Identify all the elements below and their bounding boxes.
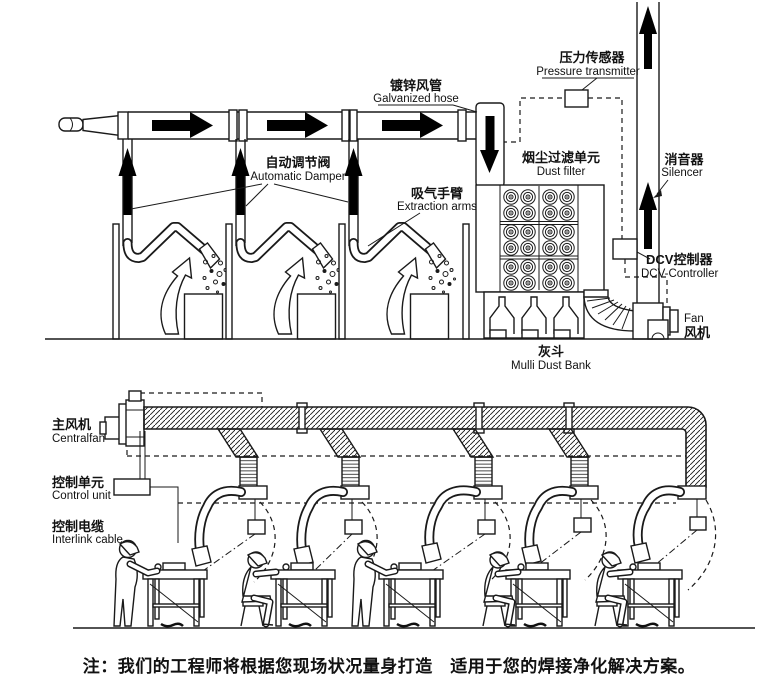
label-pressure-transmitter-zh: 压力传感器 [559,50,625,65]
central-fan [99,390,145,447]
label-silencer-zh: 消音器 [664,152,704,167]
label-central-fan-en: Centralfan [52,433,105,445]
dcv-controller-box [612,238,638,260]
label-interlink-cable-zh: 控制电缆 [52,519,104,534]
dcv-leader-line [636,251,651,260]
label-fan-zh: 风机 [684,325,710,340]
label-interlink-cable-en: Interlink cable [52,534,123,546]
dust-filter-unit [475,184,636,339]
label-extraction-arms-zh: 吸气手臂 [411,186,463,201]
label-galvanized-hose-en: Galvanized hose [373,93,459,105]
label-fan-en: Fan [684,313,704,325]
label-automatic-damper-en: Automatic Damper [250,171,345,183]
bottom-dashed-lines [126,392,717,591]
footnote-text: 注：我们的工程师将根据您现场状况量身打造 适用于您的焊接净化解决方案。 [83,656,696,676]
label-automatic-damper-zh: 自动调节阀 [265,155,330,170]
bottom-diagram: 主风机 Centralfan 控制单元 Control unit 控制电缆 In… [52,390,755,628]
label-dcv-controller-zh: DCV控制器 [646,252,713,267]
label-dust-filter-en: Dust filter [537,166,586,178]
label-dcv-controller-en: DCV-Controller [641,268,718,280]
top-labels: 镀锌风管 Galvanized hose 自动调节阀 Automatic Dam… [130,50,718,372]
top-diagram: 镀锌风管 Galvanized hose 自动调节阀 Automatic Dam… [45,2,718,372]
fan-unit [632,302,679,340]
label-control-unit-zh: 控制单元 [52,475,104,490]
label-galvanized-hose-zh: 镀锌风管 [390,78,442,93]
label-silencer-en: Silencer [661,167,703,179]
label-dust-bank-en: Mulli Dust Bank [511,360,591,372]
control-unit-group [113,431,179,543]
drop-hoses [216,428,591,488]
label-extraction-arms-en: Extraction arms [397,201,477,213]
label-dust-filter-zh: 烟尘过滤单元 [522,150,600,165]
label-control-unit-en: Control unit [52,490,112,502]
elbow-duct [583,289,636,332]
bottom-labels: 主风机 Centralfan 控制单元 Control unit 控制电缆 In… [52,417,123,546]
galvanized-duct [58,102,505,188]
label-dust-bank-zh: 灰斗 [538,344,564,359]
control-dashed-lines [502,97,668,318]
label-pressure-transmitter-en: Pressure transmitter [536,66,640,78]
pressure-transmitter-box [564,89,589,108]
label-central-fan-zh: 主风机 [52,417,91,432]
extraction-arms-bottom [191,485,685,567]
dust-bank-hoppers [483,291,585,339]
